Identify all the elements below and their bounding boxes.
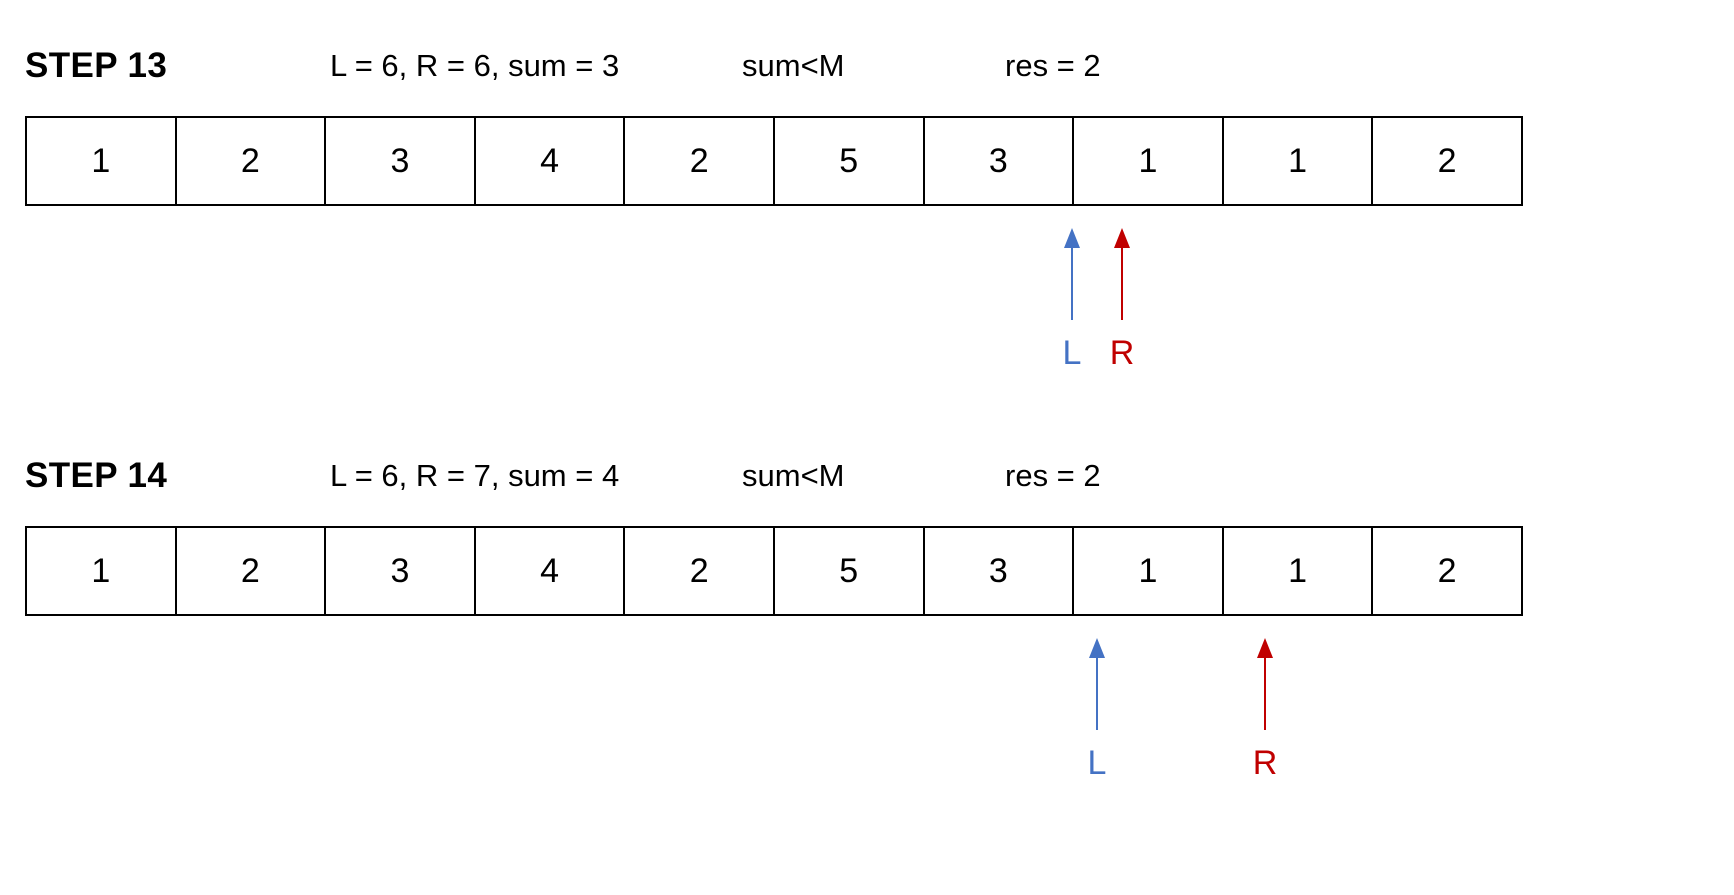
step-condition-text: sum<M (742, 48, 845, 83)
array-cell: 2 (1373, 118, 1521, 204)
array-cell: 2 (625, 118, 775, 204)
array-cell: 3 (924, 528, 1075, 614)
up-arrow-icon (1064, 228, 1080, 320)
step-header: STEP 14 L = 6, R = 7, sum = 4 sum<M res … (0, 448, 1600, 504)
array-cell: 4 (475, 528, 626, 614)
step-state-text: L = 6, R = 7, sum = 4 (330, 458, 620, 493)
step-result-text: res = 2 (1005, 48, 1101, 83)
left-pointer: L (1067, 638, 1127, 780)
array-cell: 2 (176, 118, 327, 204)
array-cell: 2 (1373, 528, 1521, 614)
step-title: STEP 14 (25, 456, 168, 495)
array-cell: 3 (924, 118, 1075, 204)
step-state-text: L = 6, R = 6, sum = 3 (330, 48, 620, 83)
right-pointer-label: R (1109, 334, 1135, 372)
step-condition-text: sum<M (742, 458, 845, 493)
array-cell: 1 (27, 118, 177, 204)
array-cell: 3 (326, 118, 476, 204)
array-cell: 1 (1223, 118, 1374, 204)
array-cell: 5 (774, 528, 925, 614)
left-pointer-label: L (1062, 334, 1082, 372)
step-result-text: res = 2 (1005, 458, 1101, 493)
left-pointer-label: L (1087, 744, 1107, 782)
step-title: STEP 13 (25, 46, 168, 85)
up-arrow-icon (1089, 638, 1105, 730)
left-pointer: L (1042, 228, 1102, 370)
right-pointer: R (1092, 228, 1152, 370)
up-arrow-icon (1114, 228, 1130, 320)
right-pointer: R (1235, 638, 1295, 780)
array-cell: 1 (1074, 528, 1224, 614)
array-cell: 5 (774, 118, 925, 204)
array-table: 1 2 3 4 2 5 3 1 1 2 (25, 116, 1523, 206)
right-pointer-label: R (1252, 744, 1278, 782)
step-header: STEP 13 L = 6, R = 6, sum = 3 sum<M res … (0, 38, 1600, 94)
array-cell: 3 (326, 528, 476, 614)
up-arrow-icon (1257, 638, 1273, 730)
array-cell: 4 (475, 118, 626, 204)
array-cell: 2 (625, 528, 775, 614)
array-cell: 2 (176, 528, 327, 614)
array-cell: 1 (1074, 118, 1224, 204)
array-table: 1 2 3 4 2 5 3 1 1 2 (25, 526, 1523, 616)
array-cell: 1 (1223, 528, 1374, 614)
array-cell: 1 (27, 528, 177, 614)
